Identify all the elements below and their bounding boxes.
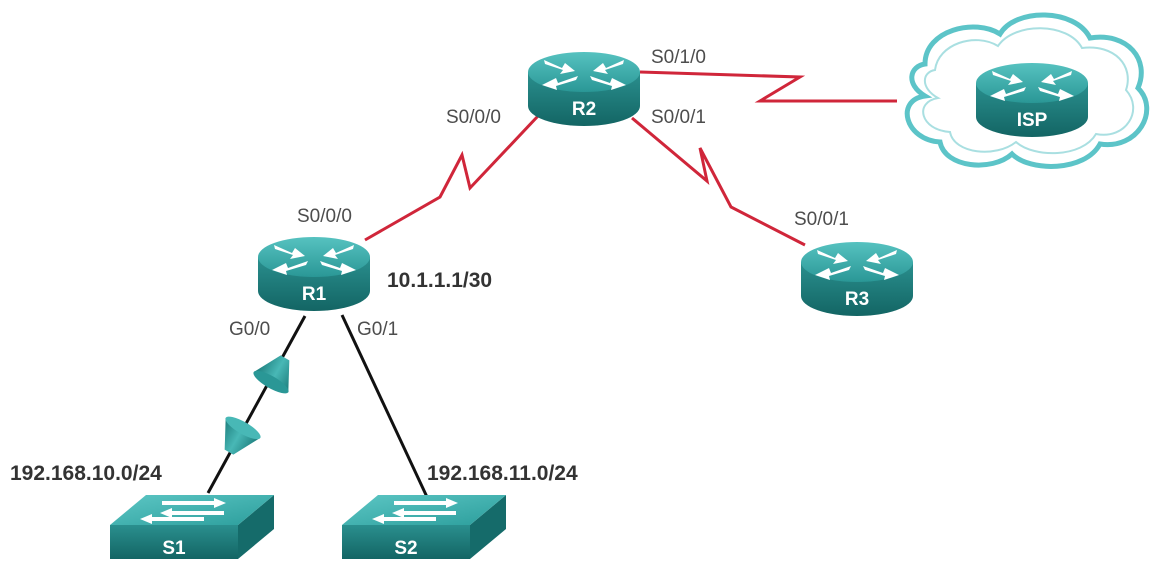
r1-s000-label: S0/0/0 (297, 206, 352, 227)
r2-s010-label: S0/1/0 (651, 47, 706, 68)
switch-s1-label: S1 (162, 538, 186, 559)
lan-s1-address: 192.168.10.0/24 (10, 462, 162, 485)
switch-s2[interactable] (342, 495, 506, 559)
r1-g00-label: G0/0 (229, 319, 270, 340)
serial-link-r2-r3 (631, 116, 806, 247)
switch-s1[interactable] (110, 495, 274, 559)
link-connector-cone-upper (253, 355, 290, 394)
serial-link-r2-isp (639, 70, 897, 103)
router-r2-label: R2 (572, 99, 596, 120)
lan-s2-address: 192.168.11.0/24 (427, 462, 578, 485)
r2-s000-label: S0/0/0 (446, 107, 501, 128)
switch-s2-label: S2 (394, 538, 417, 559)
r3-s001-label: S0/0/1 (794, 209, 849, 230)
r1-g01-label: G0/1 (357, 319, 398, 340)
router-isp-label: ISP (1017, 110, 1048, 131)
ethernet-link-r1-s2 (340, 314, 429, 498)
link-connector-cone-lower (224, 416, 261, 455)
router-r3-label: R3 (845, 289, 869, 310)
r2-s001-label: S0/0/1 (651, 107, 706, 128)
r1-serial-address: 10.1.1.1/30 (387, 269, 492, 292)
serial-link-r1-r2 (364, 114, 540, 242)
ethernet-link-r1-s1 (206, 315, 307, 494)
router-r1-label: R1 (302, 284, 327, 305)
